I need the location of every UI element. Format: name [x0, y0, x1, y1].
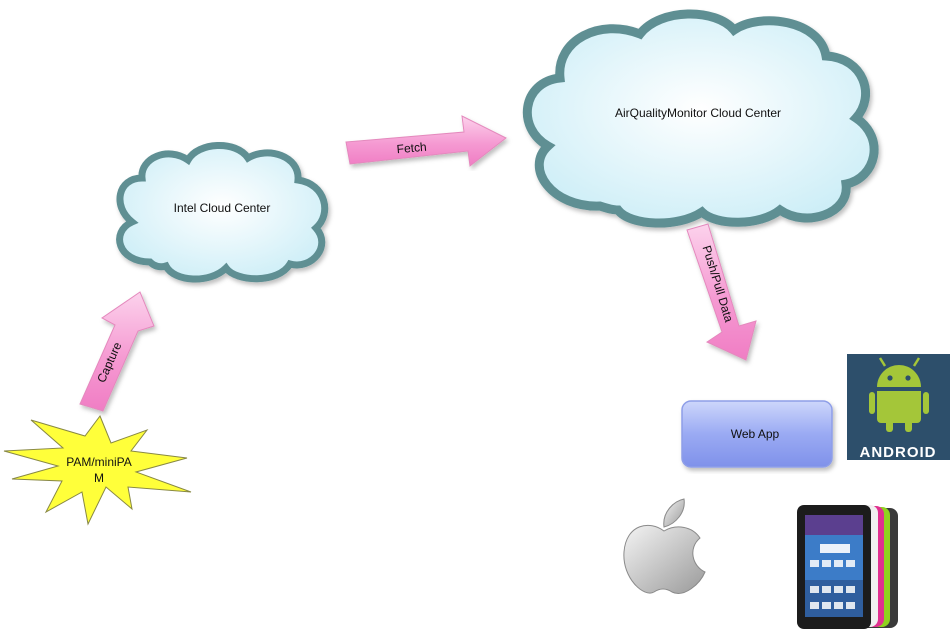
intel-cloud-center: Intel Cloud Center [116, 142, 329, 283]
pam-label-line1: PAM/miniPA [66, 455, 132, 469]
intel-cloud-label: Intel Cloud Center [174, 201, 271, 215]
web-app-shape [681, 400, 833, 468]
pam-device: PAM/miniPA M [3, 414, 192, 526]
pam-label-line2: M [94, 471, 104, 485]
push-pull-arrow-shape [686, 223, 757, 361]
fetch-arrow-label: Fetch [396, 140, 427, 157]
push-pull-arrow: Push/Pull Data [686, 223, 757, 361]
android-logo-icon: ANDROID [847, 354, 950, 461]
apple-logo-icon [623, 498, 706, 594]
pam-star-shape [3, 414, 192, 526]
capture-arrow-shape [79, 291, 155, 412]
fetch-arrow: Fetch [345, 115, 507, 167]
web-app-label: Web App [731, 427, 780, 441]
intel-cloud-shape [116, 142, 329, 283]
capture-arrow: Capture [79, 291, 155, 412]
android-wordmark: ANDROID [860, 444, 937, 461]
fetch-arrow-shape [345, 115, 507, 167]
web-app-box: Web App [681, 400, 833, 468]
aqm-cloud-label: AirQualityMonitor Cloud Center [615, 106, 781, 120]
aqm-cloud-center: AirQualityMonitor Cloud Center [522, 9, 879, 228]
tablet-devices-icon [797, 505, 898, 629]
aqm-cloud-shape [522, 9, 879, 228]
